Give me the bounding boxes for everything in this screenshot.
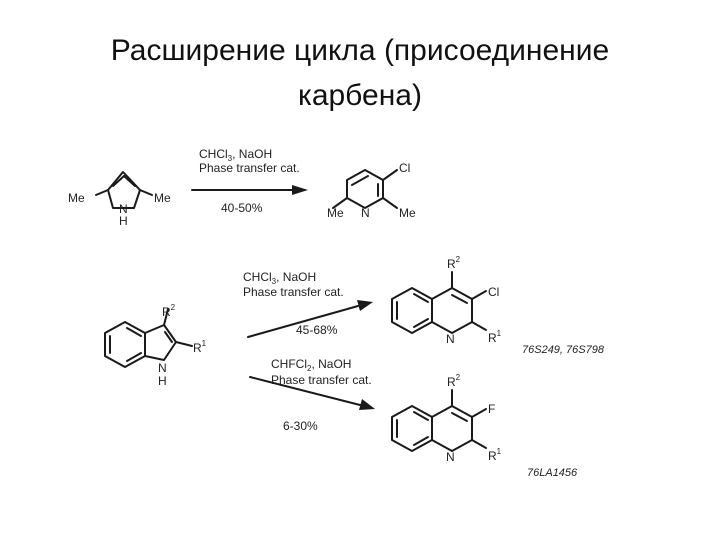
pyridine-structure: Cl Me Me N: [327, 161, 416, 220]
pyrrole-h: H: [119, 214, 128, 228]
pyrrole-me-right: Me: [154, 191, 171, 205]
pyridine-me-right: Me: [399, 206, 416, 220]
pyrrole-n: N: [119, 202, 128, 216]
pyridine-n: N: [361, 206, 370, 220]
reaction2-lower-yield: 6-30%: [283, 419, 318, 433]
indole-n: N: [158, 361, 167, 375]
reaction2-lower-reagents-line2: Phase transfer cat.: [271, 373, 372, 387]
indole-h: H: [158, 374, 167, 388]
quinoline-chloro-r1: R1: [488, 329, 502, 345]
reaction2-upper-yield: 45-68%: [296, 323, 338, 337]
slide-title: Расширение цикла (присоединение карбена): [0, 28, 720, 118]
reaction1-reagents-line2: Phase transfer cat.: [199, 161, 300, 175]
indole-r1: R1: [193, 339, 207, 355]
pyridine-me-left: Me: [327, 206, 344, 220]
reaction1-reagents-line1: CHCl3, NaOH: [199, 147, 272, 163]
title-line-2: карбена): [298, 79, 422, 112]
reaction2-lower-conditions: CHFCl2, NaOH Phase transfer cat. 6-30%: [249, 357, 375, 433]
reaction1-conditions: CHCl3, NaOH Phase transfer cat. 40-50%: [191, 147, 308, 215]
indole-structure: R2 R1 N H: [104, 303, 207, 388]
quinoline-chloro-r2: R2: [447, 255, 461, 271]
quinoline-chloro-n: N: [446, 332, 455, 346]
quinoline-fluoro-r1: R1: [488, 447, 502, 463]
quinoline-chloro-cl: Cl: [488, 285, 499, 299]
reaction2-upper-arrowhead: [357, 300, 373, 311]
reaction2-lower-reagents-line1: CHFCl2, NaOH: [271, 357, 351, 373]
quinoline-fluoro-n: N: [446, 450, 455, 464]
pyrrole-structure: Me Me N H: [68, 171, 171, 228]
indole-r2: R2: [162, 303, 176, 319]
quinoline-chloro-structure: R2 Cl R1 N: [391, 255, 502, 346]
quinoline-fluoro-f: F: [488, 402, 495, 416]
quinoline-fluoro-structure: R2 F R1 N: [391, 373, 502, 464]
reaction2-upper-arrow: [247, 305, 359, 338]
reaction2-lower-arrow: [249, 376, 361, 406]
title-line-1: Расширение цикла (присоединение: [110, 34, 610, 67]
pyridine-cl: Cl: [399, 161, 410, 175]
pyrrole-me-left: Me: [68, 191, 85, 205]
reaction2-lower-reference: 76LA1456: [527, 467, 578, 479]
reaction2-upper-reagents-line2: Phase transfer cat.: [243, 285, 344, 299]
reaction2-upper-conditions: CHCl3, NaOH Phase transfer cat. 45-68%: [243, 270, 373, 338]
reaction2-upper-reference: 76S249, 76S798: [522, 344, 605, 356]
reaction1-yield: 40-50%: [221, 201, 263, 215]
reaction2-lower-arrowhead: [359, 399, 375, 410]
quinoline-fluoro-r2: R2: [447, 373, 461, 389]
reaction2-upper-reagents-line1: CHCl3, NaOH: [243, 270, 316, 286]
reaction1-arrowhead: [292, 185, 308, 195]
